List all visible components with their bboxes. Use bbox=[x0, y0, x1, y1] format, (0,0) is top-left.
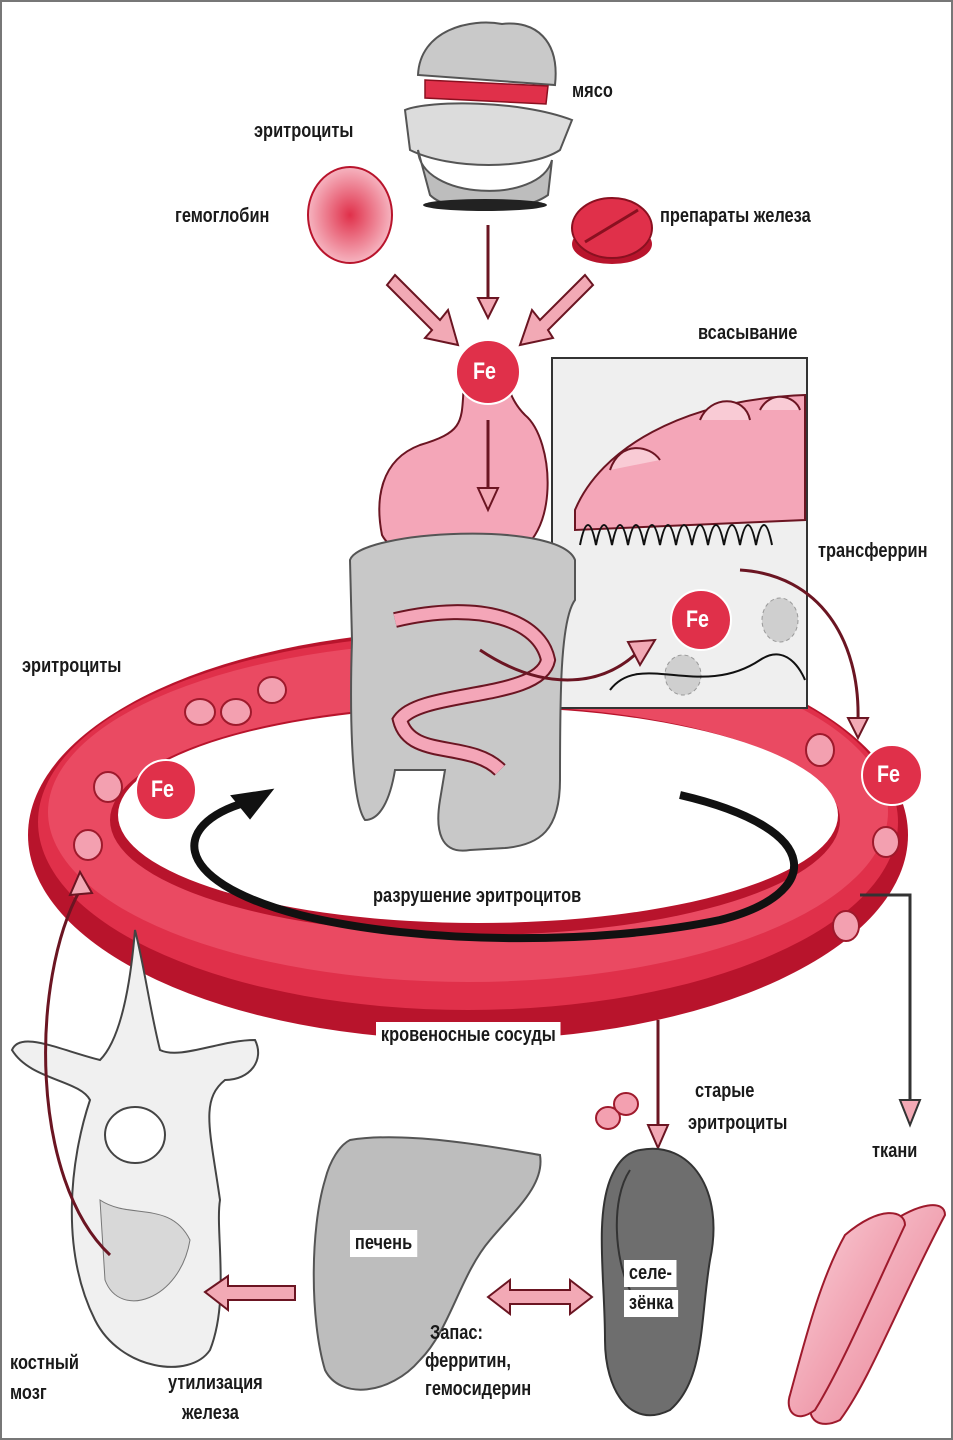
absorption-label: всасывание bbox=[698, 322, 797, 345]
meat-label: мясо bbox=[572, 80, 613, 103]
iron-pill-icon bbox=[572, 198, 652, 264]
old-rbc-label-1: старые bbox=[695, 1080, 754, 1103]
blood-vessels-label: кровеносные сосуды bbox=[376, 1022, 561, 1049]
fe-label-left: Fe bbox=[151, 776, 174, 804]
hemoglobin-label: гемоглобин bbox=[175, 205, 269, 228]
absorption-inset bbox=[552, 358, 807, 708]
iron-utilization-label-2: железа bbox=[182, 1402, 239, 1425]
tissues-label: ткани bbox=[872, 1140, 917, 1163]
bone-marrow-label-2: мозг bbox=[10, 1382, 47, 1405]
old-rbc-label-2: эритроциты bbox=[688, 1112, 787, 1135]
storage-label-2: ферритин, bbox=[425, 1350, 511, 1373]
storage-label-3: гемосидерин bbox=[425, 1378, 531, 1401]
intestine-icon bbox=[350, 534, 575, 851]
erythrocytes-top-label: эритроциты bbox=[254, 120, 353, 143]
rbc-destruction-label: разрушение эритроцитов bbox=[373, 885, 581, 908]
spleen-label-1: селе- bbox=[624, 1260, 677, 1287]
bone-marrow-label-1: костный bbox=[10, 1352, 79, 1375]
storage-label-1: Запас: bbox=[430, 1322, 483, 1345]
fe-label-top: Fe bbox=[473, 358, 496, 386]
fe-label-right: Fe bbox=[877, 761, 900, 789]
iron-utilization-label-1: утилизация bbox=[168, 1372, 263, 1395]
liver-label: печень bbox=[350, 1230, 417, 1257]
fe-label-inset: Fe bbox=[686, 606, 709, 634]
iron-supplements-label: препараты железа bbox=[660, 205, 811, 228]
spleen-label-2: зёнка bbox=[624, 1290, 678, 1317]
erythrocyte-icon bbox=[308, 167, 392, 263]
erythrocytes-left-label: эритроциты bbox=[22, 655, 121, 678]
transferrin-label: трансферрин bbox=[818, 540, 927, 563]
